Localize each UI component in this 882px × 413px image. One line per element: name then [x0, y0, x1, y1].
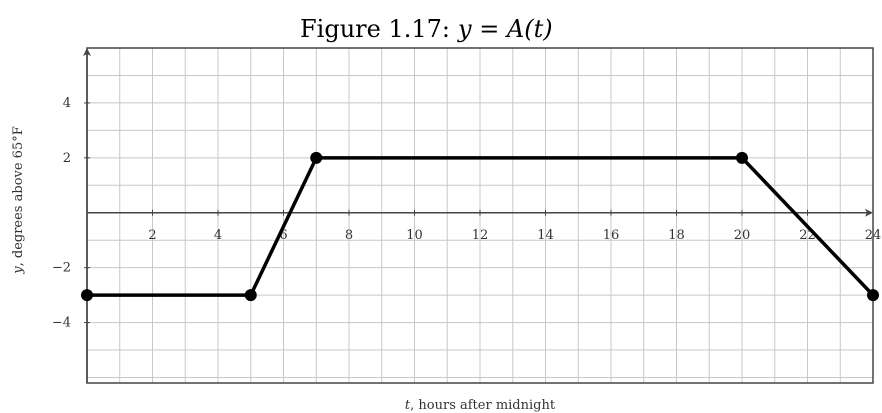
- x-axis-arrowhead: [865, 208, 873, 217]
- data-point: [736, 151, 748, 164]
- x-tick-label: 8: [345, 228, 353, 243]
- y-axis-description: , degrees above 65°F: [11, 126, 26, 266]
- axes: [83, 48, 874, 383]
- x-tick-label: 12: [472, 228, 489, 243]
- y-tick-label: 4: [63, 96, 71, 111]
- x-tick-label: 6: [279, 228, 287, 243]
- data-point: [244, 289, 257, 302]
- x-tick-label: 24: [865, 228, 882, 243]
- y-axis-label: y, degrees above 65°F: [11, 126, 26, 275]
- x-tick-label: 10: [406, 228, 423, 243]
- y-tick-label: −4: [52, 316, 71, 331]
- series-layer: [81, 151, 879, 302]
- y-tick-label: 2: [63, 151, 71, 166]
- data-point: [310, 151, 323, 164]
- chart-title: Figure 1.17:: [300, 15, 450, 43]
- x-tick-label: 14: [537, 228, 554, 243]
- data-point: [81, 289, 93, 302]
- x-tick-label: 4: [214, 228, 222, 243]
- x-tick-label: 16: [603, 228, 620, 243]
- chart-title-math: y = A(t): [457, 15, 553, 43]
- x-axis-label: t, hours after midnight: [405, 398, 556, 413]
- x-tick-label: 22: [799, 228, 816, 243]
- x-tick-label: 2: [148, 228, 156, 243]
- data-point: [867, 289, 879, 302]
- y-axis-arrowhead: [83, 48, 91, 56]
- x-tick-label: 20: [734, 228, 751, 243]
- x-axis-description: , hours after midnight: [410, 398, 556, 413]
- y-axis-variable: y: [11, 266, 26, 275]
- y-tick-label: −2: [52, 261, 71, 276]
- x-axis-variable: t: [405, 398, 411, 413]
- x-tick-label: 18: [668, 228, 685, 243]
